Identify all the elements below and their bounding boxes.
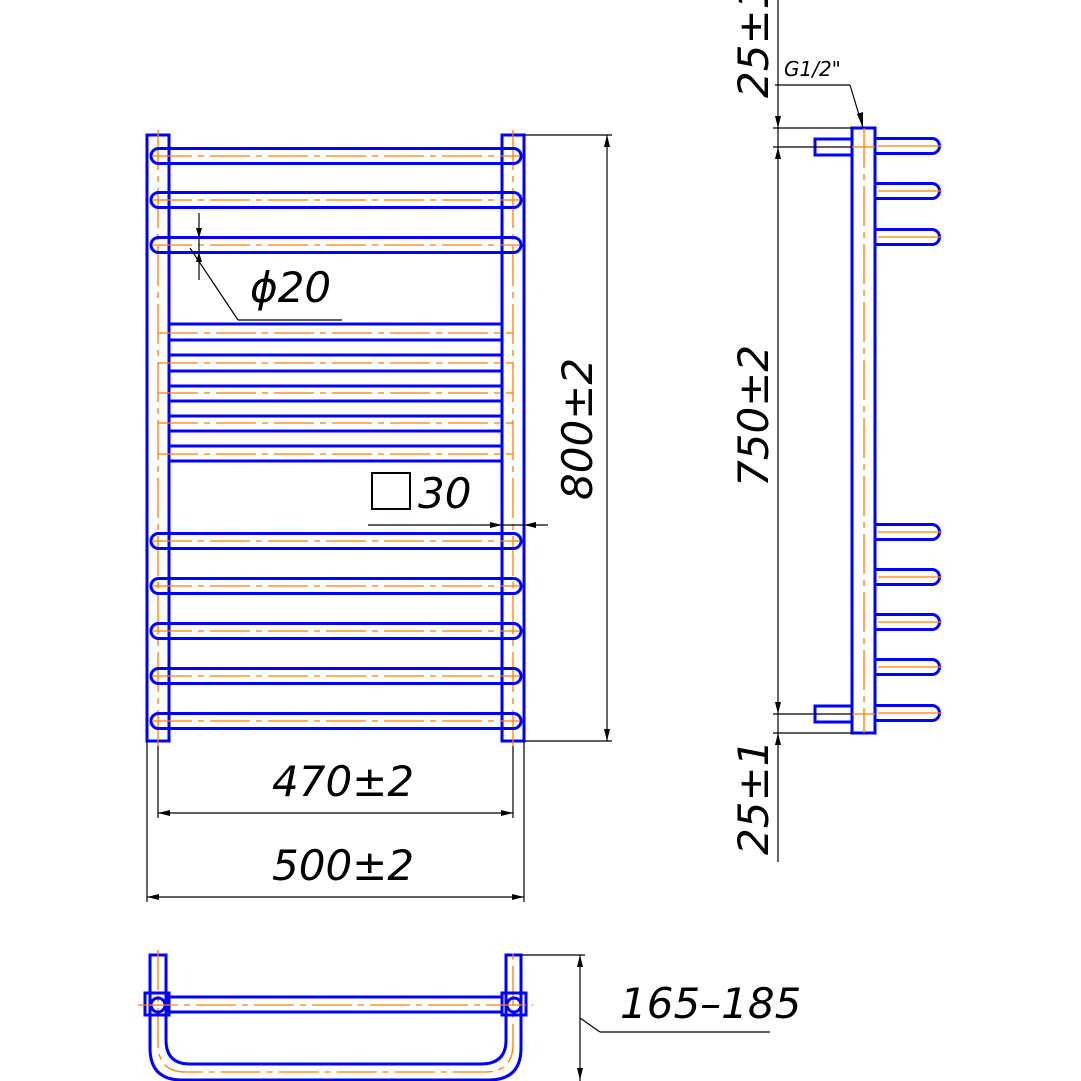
side-bars [875, 137, 942, 722]
depth-leader [579, 1017, 601, 1033]
axis-height-label: 750±2 [729, 345, 778, 487]
round-bars [149, 147, 523, 730]
diameter-arrows [196, 228, 202, 262]
round-bar [149, 622, 523, 640]
round-bar [149, 191, 523, 209]
profile-arrows [490, 522, 536, 528]
u-frame-centerline [157, 950, 514, 1073]
u-frame [148, 953, 523, 1081]
flat-bars [158, 322, 513, 463]
front-view [145, 130, 526, 746]
thread-arrow [857, 112, 863, 128]
round-bar [149, 236, 523, 254]
height-label: 800±2 [553, 358, 602, 500]
axis-width-label: 470±2 [272, 757, 414, 806]
square-profile-symbol [371, 472, 411, 510]
bottom-offset-label: 25±1 [729, 740, 778, 855]
top-view: 165–185 [138, 950, 801, 1081]
profile-size-label: 30 [418, 469, 471, 518]
top-offset-label: 25±1 [729, 0, 778, 98]
pipe-diameter-label: ϕ20 [250, 263, 331, 312]
right-fitting [500, 991, 528, 1017]
round-bar [149, 667, 523, 685]
left-fitting [143, 991, 171, 1017]
side-view: 25±1 750±2 25±1 G1/2" [729, 0, 942, 862]
round-bar [149, 712, 523, 730]
overall-width-label: 500±2 [272, 841, 414, 890]
depth-label: 165–185 [620, 979, 801, 1028]
round-bar [149, 532, 523, 550]
front-dimensions: ϕ20 30 800±2 470±2 500±2 [146, 134, 612, 902]
round-bar [149, 577, 523, 595]
round-bar [149, 147, 523, 165]
thread-label: G1/2" [784, 57, 841, 81]
